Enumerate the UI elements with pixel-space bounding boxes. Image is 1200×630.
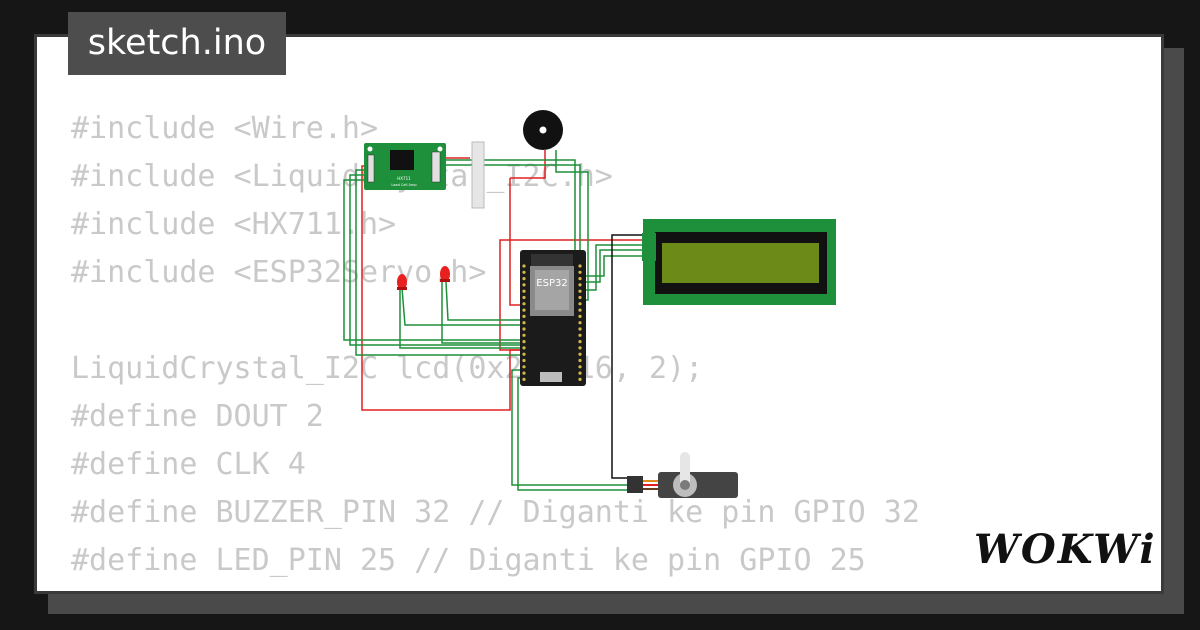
led-red-1 xyxy=(397,274,407,290)
esp32-pin xyxy=(578,277,582,281)
code-line: #include <HX711.h> xyxy=(71,207,397,242)
esp32-pin xyxy=(522,365,526,369)
code-line: #define DOUT 2 xyxy=(71,399,324,434)
esp32-pin xyxy=(522,289,526,293)
wire-red xyxy=(509,178,520,306)
esp32-pin xyxy=(522,371,526,375)
wire-green xyxy=(349,174,522,346)
esp32-pin xyxy=(522,327,526,331)
preview-card: #include <Wire.h>#include <LiquidCrystal… xyxy=(34,34,1164,594)
wire-green xyxy=(582,249,648,283)
code-line: #define BUZZER_PIN 32 // Diganti ke pin … xyxy=(71,495,920,530)
esp32-pin xyxy=(578,371,582,375)
lcd-display xyxy=(642,219,836,305)
led-red-2 xyxy=(440,266,450,282)
esp32-pin xyxy=(522,295,526,300)
esp32-pin xyxy=(578,358,582,363)
code-line: #define LED_PIN 25 // Diganti ke pin GPI… xyxy=(71,543,866,578)
code-line: #define CLK 4 xyxy=(71,447,306,482)
file-tab[interactable]: sketch.ino xyxy=(68,12,286,75)
esp32-label: ESP32 xyxy=(536,278,567,289)
esp32-pin xyxy=(578,314,582,318)
esp32-pin xyxy=(522,314,526,318)
esp32-pin xyxy=(522,270,526,274)
esp32-pin xyxy=(578,333,582,337)
esp32-pin xyxy=(522,283,526,287)
esp32-pin xyxy=(522,321,526,325)
esp32-pin xyxy=(522,333,526,337)
buzzer xyxy=(523,110,563,150)
wire-green xyxy=(511,369,630,486)
esp32-pin xyxy=(522,346,526,350)
esp32-pin xyxy=(578,346,582,350)
servo-motor xyxy=(627,452,738,498)
wire-green xyxy=(401,287,522,326)
esp32-pin xyxy=(522,340,526,344)
esp32-pin xyxy=(578,377,582,381)
esp32-pins xyxy=(522,264,582,381)
esp32-pin xyxy=(522,308,526,312)
load-cell xyxy=(471,141,485,209)
esp32-pin xyxy=(578,289,582,293)
hx711-sublabel: Load Cell Amp xyxy=(391,183,417,187)
esp32-pin xyxy=(522,264,526,268)
wire-green xyxy=(517,377,630,491)
code-line: #include <Wire.h> xyxy=(71,111,379,146)
esp32-pin xyxy=(578,283,582,287)
wire-green xyxy=(441,282,522,344)
esp32-board: ESP32 xyxy=(520,250,586,386)
wire-black xyxy=(611,234,648,479)
wire-green xyxy=(399,285,522,349)
esp32-pin xyxy=(578,264,582,268)
esp32-pin xyxy=(578,321,582,325)
wire-red xyxy=(499,239,648,351)
wire-green xyxy=(445,281,522,321)
wire-green xyxy=(582,255,648,277)
esp32-pin xyxy=(578,327,582,331)
esp32-pin xyxy=(578,352,582,356)
hx711-label: HX711 xyxy=(397,176,411,181)
esp32-pin xyxy=(578,340,582,344)
esp32-pin xyxy=(578,365,582,369)
wire-green xyxy=(355,169,522,356)
esp32-pin xyxy=(522,352,526,356)
esp32-pin xyxy=(578,270,582,274)
esp32-pin xyxy=(522,302,526,306)
wire-green xyxy=(582,244,648,291)
wires xyxy=(343,150,648,491)
wokwi-logo: WOKWi xyxy=(974,526,1157,573)
wire-green xyxy=(343,179,522,341)
wire-red xyxy=(510,150,546,179)
hx711-module: HX711 Load Cell Amp xyxy=(364,143,446,190)
esp32-pin xyxy=(578,295,582,300)
esp32-pin xyxy=(522,358,526,363)
esp32-pin xyxy=(578,302,582,306)
esp32-pin xyxy=(522,377,526,381)
esp32-pin xyxy=(578,308,582,312)
esp32-pin xyxy=(522,277,526,281)
